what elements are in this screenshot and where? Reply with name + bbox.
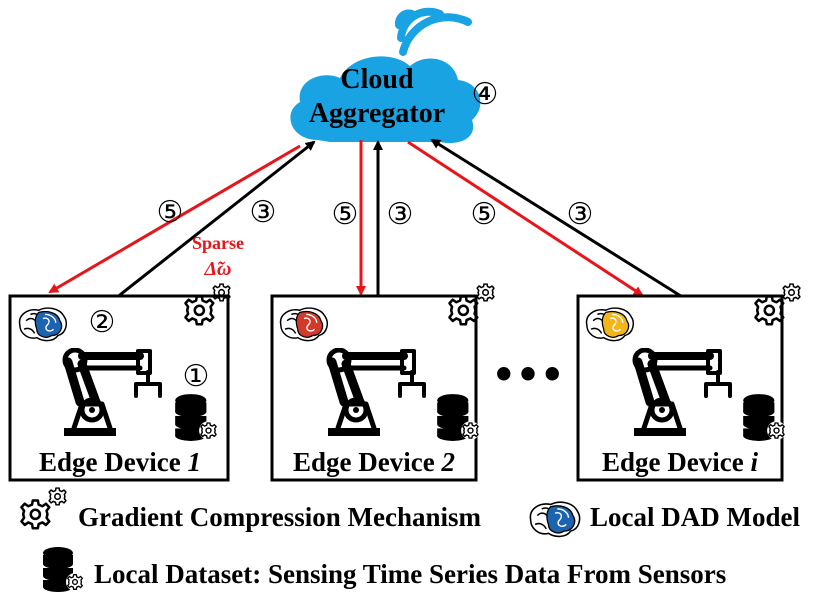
more-devices-ellipsis: •••	[492, 353, 565, 397]
edge-device-1: ② ① Edge Device 1	[8, 284, 230, 482]
edge-device-2: Edge Device 2	[270, 284, 494, 482]
database-icon	[43, 547, 84, 592]
uplink-arrow-device-1	[115, 140, 316, 300]
step-5-label: ⑤	[157, 195, 184, 230]
edge-device-i: Edge Device i	[576, 284, 800, 482]
sparse-label: Sparse	[192, 233, 244, 253]
legend: Gradient Compression Mechanism Local DAD…	[21, 488, 800, 592]
cloud-icon	[290, 56, 481, 144]
sparse-delta-omega: Δ̃ω	[203, 258, 231, 280]
step-5-label: ⑤	[471, 197, 498, 232]
wifi-icon	[394, 7, 472, 56]
step-5-label: ⑤	[332, 197, 359, 232]
legend-local-dataset: Local Dataset: Sensing Time Series Data …	[94, 559, 726, 589]
uplink-arrow-device-i	[430, 138, 685, 300]
downlink-arrow-device-1	[48, 144, 301, 294]
step-3-label: ③	[250, 195, 277, 230]
legend-local-dad-model: Local DAD Model	[590, 502, 800, 532]
step-3-label: ③	[567, 197, 594, 232]
brain-icon	[279, 307, 329, 342]
step-3-label: ③	[387, 197, 414, 232]
device-label-2: Edge Device 2	[293, 447, 455, 477]
step-2-label: ②	[89, 305, 116, 340]
device-label-1: Edge Device 1	[39, 447, 201, 477]
step-1-label: ①	[183, 359, 210, 394]
legend-gradient-compression: Gradient Compression Mechanism	[78, 502, 482, 532]
brain-icon	[585, 307, 635, 342]
step-4-label: ④	[472, 77, 499, 112]
brain-icon	[529, 501, 581, 538]
gear-icon	[21, 488, 66, 528]
cloud-title-line1: Cloud	[340, 64, 414, 95]
brain-icon	[18, 307, 68, 342]
device-label-i: Edge Device i	[602, 447, 758, 477]
downlink-arrow-device-i	[407, 140, 644, 297]
cloud-title-line2: Aggregator	[309, 98, 445, 129]
